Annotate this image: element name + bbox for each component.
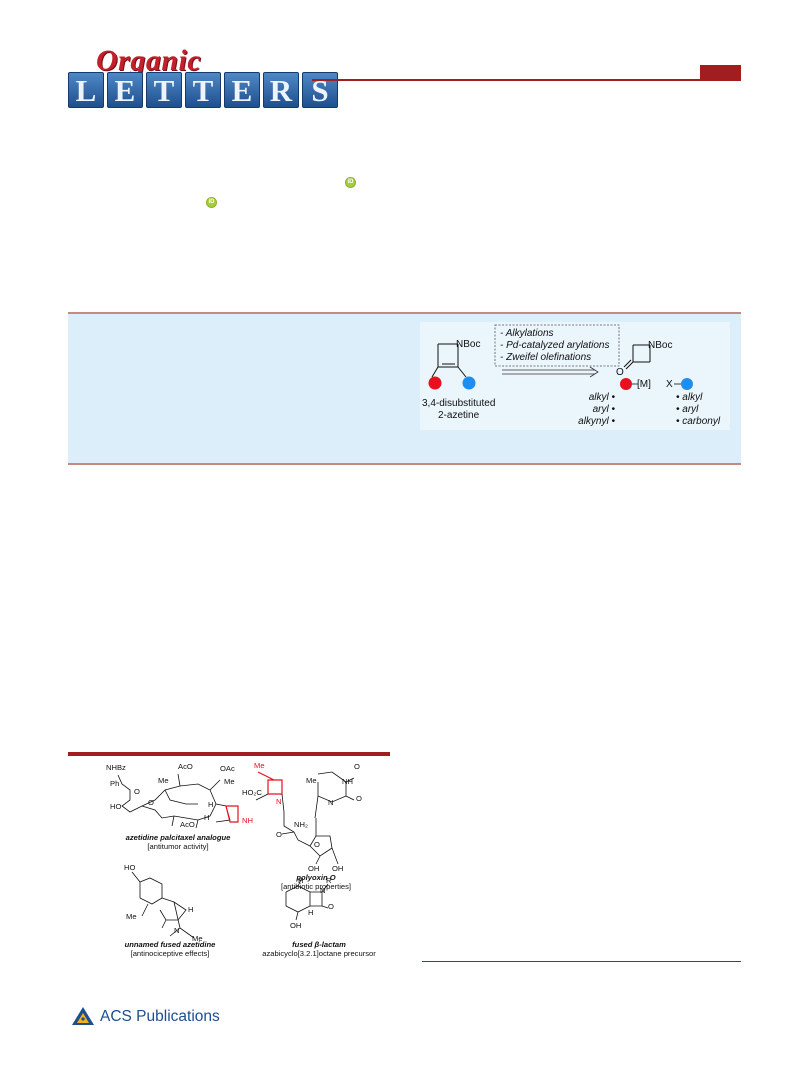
masthead-tile: L	[68, 72, 104, 108]
masthead-tile: E	[107, 72, 143, 108]
blue-substituent-dot	[462, 376, 476, 390]
left-caption-line1: 3,4-disubstituted	[422, 398, 496, 409]
atom-label: Me	[158, 776, 169, 785]
header-rule	[312, 79, 741, 81]
masthead-tile: T	[185, 72, 221, 108]
structure-name: unnamed fused azetidine	[124, 940, 216, 949]
atom-label: AcO	[178, 762, 193, 771]
orcid-icon[interactable]: iD	[345, 177, 356, 188]
atom-label: H	[308, 908, 314, 917]
letter-type-tab	[700, 65, 741, 80]
right-nboc-label: NBoc	[648, 340, 673, 351]
masthead-tile: E	[224, 72, 260, 108]
left-type-alkyl: alkyl •	[588, 392, 615, 403]
atom-label: H	[204, 813, 210, 822]
structure-activity: azabicyclo[3.2.1]octane precursor	[262, 949, 376, 958]
atom-label: HO	[110, 802, 122, 811]
atom-label: Me	[306, 776, 317, 785]
atom-label: O	[148, 798, 154, 807]
right-type-alkyl: • alkyl	[676, 392, 703, 403]
leaving-group-label: X	[666, 379, 673, 390]
method-alkylations: - Alkylations	[500, 328, 554, 339]
figure-structures: NHBz Ph HO O AcO OAc Me Me O H AcO H NH …	[70, 760, 388, 960]
atom-label: O	[328, 902, 334, 911]
structure-name: polyoxin O	[296, 873, 336, 882]
structure-activity: [antinociceptive effects]	[130, 949, 210, 958]
method-arylations: - Pd-catalyzed arylations	[500, 340, 610, 351]
atom-label: OH	[290, 921, 302, 930]
masthead-tile: T	[146, 72, 182, 108]
masthead-tile: R	[263, 72, 299, 108]
acs-publications-logo[interactable]: ACS Publications	[70, 1005, 220, 1035]
atom-label: NHBz	[106, 763, 126, 772]
masthead-script-word: Organic	[96, 44, 202, 77]
footnote-rule	[422, 961, 741, 962]
atom-label: O	[356, 794, 362, 803]
atom-label: H	[298, 876, 304, 885]
atom-label: O	[354, 762, 360, 771]
atom-label: NH₂	[294, 820, 308, 829]
atom-label: HO	[124, 863, 136, 872]
atom-label: Me	[126, 912, 137, 921]
publisher-wordmark: ACS Publications	[100, 1008, 220, 1025]
atom-label: N	[276, 797, 282, 806]
atom-label: O	[314, 840, 320, 849]
atom-label: N	[328, 798, 334, 807]
red-synthon-dot	[620, 378, 632, 390]
structure-activity: [antibiotic properties]	[280, 882, 352, 891]
atom-label: Me	[224, 777, 235, 786]
atom-label: R	[326, 876, 332, 885]
structure-activity: [antitumor activity]	[147, 842, 209, 851]
acs-hexagon-icon	[72, 1007, 94, 1025]
left-caption-line2: 2-azetine	[438, 410, 480, 421]
masthead-tile: S	[302, 72, 338, 108]
carbonyl-oxygen-label: O	[616, 367, 624, 378]
atom-label: H	[188, 905, 194, 914]
left-type-alkynyl: alkynyl •	[578, 416, 615, 427]
structures-drawing	[117, 771, 355, 939]
metal-label: [M]	[637, 379, 651, 390]
masthead-letter-tiles: L E T T E R S	[68, 72, 338, 108]
atom-label: Ph	[110, 779, 120, 788]
structure-name: azetidine palcitaxel analogue	[125, 833, 231, 842]
left-nboc-label: NBoc	[456, 339, 481, 350]
structure-name: fused β-lactam	[292, 940, 346, 949]
atom-label: OAc	[220, 764, 235, 773]
atom-label: Me	[254, 761, 265, 770]
figure-top-rule	[68, 752, 390, 756]
toc-graphic: - Alkylations - Pd-catalyzed arylations …	[420, 322, 730, 430]
red-substituent-dot	[428, 376, 442, 390]
left-type-aryl: aryl •	[592, 404, 615, 415]
atom-label: OH	[308, 864, 320, 873]
atom-label: NH	[342, 777, 353, 786]
journal-masthead: Organic L E T T E R S	[68, 44, 338, 110]
atom-label: OH	[332, 864, 344, 873]
atom-label: AcO	[180, 820, 195, 829]
orcid-icon[interactable]: iD	[206, 197, 217, 208]
atom-label: O	[134, 787, 140, 796]
atom-label: N	[174, 926, 180, 935]
right-type-carbonyl: • carbonyl	[676, 416, 721, 427]
atom-label: HO₂C	[242, 788, 262, 797]
azetidine-nh-label: NH	[242, 816, 253, 825]
blue-synthon-dot	[681, 378, 693, 390]
right-type-aryl: • aryl	[676, 404, 699, 415]
atom-label: H	[208, 800, 214, 809]
atom-label: N	[320, 886, 326, 895]
toc-scheme-drawing	[428, 324, 693, 390]
atom-label: O	[276, 830, 282, 839]
method-olefinations: - Zweifel olefinations	[500, 352, 592, 363]
atom-label: Me	[192, 934, 203, 943]
